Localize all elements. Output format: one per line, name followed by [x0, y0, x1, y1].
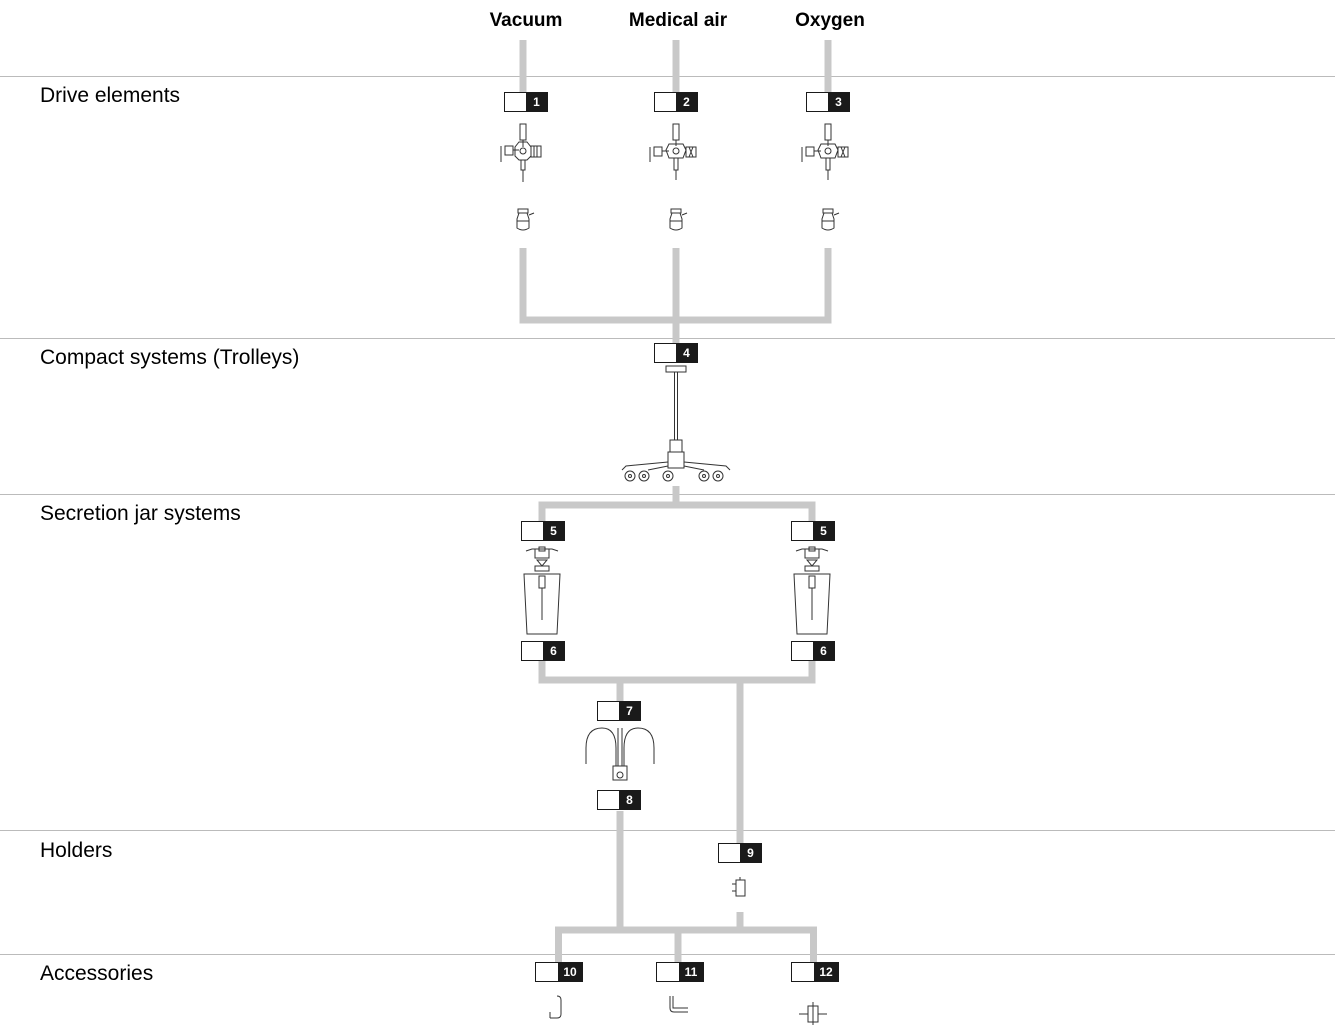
item-number: 10 — [558, 963, 582, 981]
item-badge-7[interactable]: 7 — [597, 701, 641, 721]
item-number: 5 — [543, 522, 564, 540]
item-number: 3 — [828, 93, 849, 111]
section-label-accessories: Accessories — [40, 962, 154, 985]
section-label-compact-systems: Compact systems (Trolleys) — [40, 346, 300, 369]
column-header-oxygen: Oxygen — [795, 10, 865, 31]
section-label-drive-elements: Drive elements — [40, 84, 181, 107]
item-number: 8 — [619, 791, 640, 809]
item-badge-10[interactable]: 10 — [535, 962, 583, 982]
item-number: 9 — [740, 844, 761, 862]
section-dividers — [0, 76, 1335, 955]
item-badge-11[interactable]: 11 — [656, 962, 704, 982]
item-badge-5-left[interactable]: 5 — [521, 521, 565, 541]
item-number: 5 — [813, 522, 834, 540]
item-badge-6-right[interactable]: 6 — [791, 641, 835, 661]
section-label-secretion-jar-systems: Secretion jar systems — [40, 502, 241, 525]
item-badge-8[interactable]: 8 — [597, 790, 641, 810]
item-badge-2[interactable]: 2 — [654, 92, 698, 112]
item-number: 7 — [619, 702, 640, 720]
safety-bottle-icon — [821, 208, 840, 231]
trolley-icon — [621, 365, 731, 482]
column-header-medical-air: Medical air — [628, 10, 728, 31]
accessory-filter-icon — [799, 1002, 827, 1025]
item-badge-1[interactable]: 1 — [504, 92, 548, 112]
secretion-jar-icon — [523, 546, 561, 635]
oxygen-injector-icon — [801, 123, 849, 180]
item-number: 6 — [813, 642, 834, 660]
item-badge-6-left[interactable]: 6 — [521, 641, 565, 661]
safety-bottle-icon — [669, 208, 688, 231]
item-badge-4[interactable]: 4 — [654, 343, 698, 363]
item-number: 6 — [543, 642, 564, 660]
secretion-jar-icon — [793, 546, 831, 635]
item-number: 11 — [679, 963, 703, 981]
item-badge-12[interactable]: 12 — [791, 962, 839, 982]
item-badge-5-right[interactable]: 5 — [791, 521, 835, 541]
item-number: 2 — [676, 93, 697, 111]
connector-lines — [519, 40, 832, 962]
vacuum-regulator-icon — [500, 123, 542, 182]
hose-hanger-icon — [585, 727, 655, 781]
item-badge-3[interactable]: 3 — [806, 92, 850, 112]
item-number: 1 — [526, 93, 547, 111]
column-header-vacuum: Vacuum — [489, 10, 563, 31]
item-badge-9[interactable]: 9 — [718, 843, 762, 863]
safety-bottle-icon — [516, 208, 535, 231]
medical-air-injector-icon — [649, 123, 697, 180]
accessory-angle-connector-icon — [669, 996, 688, 1013]
accessory-hook-icon — [549, 995, 562, 1019]
holder-icon — [732, 877, 746, 897]
section-label-holders: Holders — [40, 839, 113, 862]
item-number: 4 — [676, 344, 697, 362]
item-number: 12 — [814, 963, 838, 981]
